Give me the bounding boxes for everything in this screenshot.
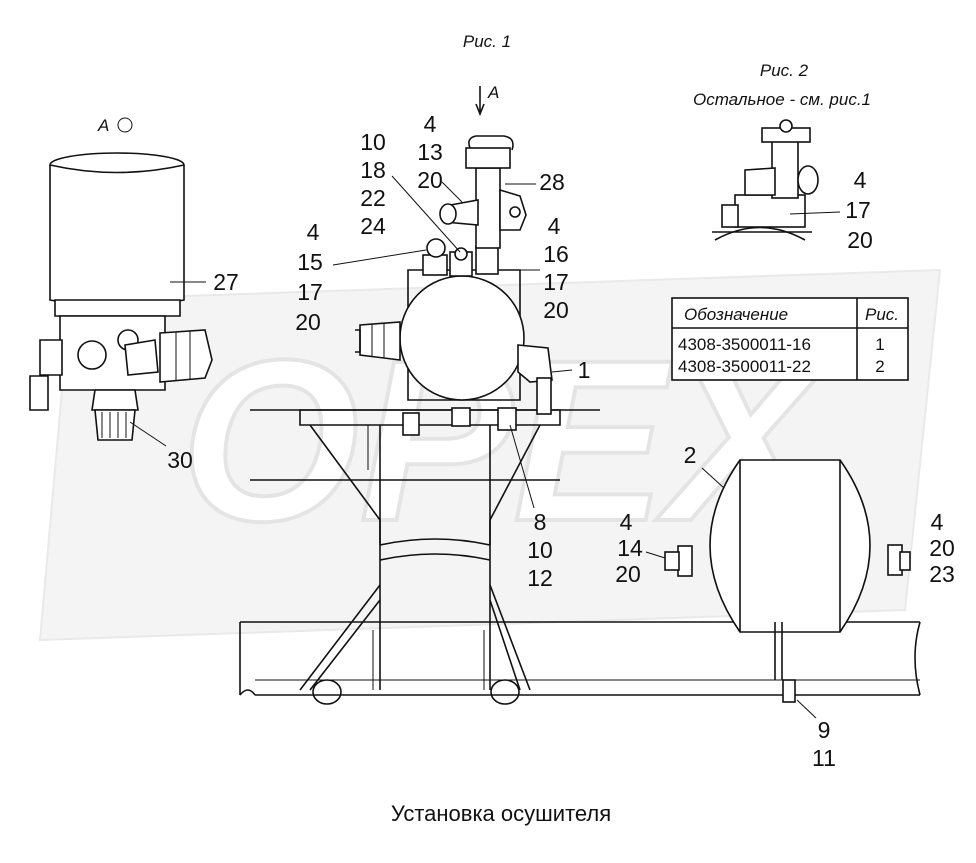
svg-text:12: 12 — [527, 565, 553, 591]
table-cell: 4308-3500011-22 — [678, 357, 811, 376]
svg-text:8: 8 — [534, 509, 547, 535]
callout-28: 28 — [505, 169, 565, 195]
svg-text:11: 11 — [812, 745, 836, 771]
callout-1: 1 — [551, 357, 591, 383]
svg-text:17: 17 — [543, 269, 569, 295]
view-arrow-label: A — [487, 83, 499, 102]
frame-rail — [239, 621, 921, 696]
svg-text:4: 4 — [854, 167, 867, 193]
figure2-title: Рис. 2 — [760, 61, 809, 80]
view-arrow-a: A — [475, 83, 499, 117]
valve-28 — [439, 135, 527, 249]
table-header-designation: Обозначение — [684, 305, 788, 324]
air-dryer-front — [355, 238, 553, 415]
svg-text:10: 10 — [360, 129, 386, 155]
designation-table: Обозначение Рис. 4308-3500011-16 1 4308-… — [671, 297, 909, 381]
air-receiver — [664, 459, 911, 703]
callout-10-18-22-24: 10 18 22 24 — [360, 129, 461, 253]
svg-text:4: 4 — [424, 111, 437, 137]
callout-fig2-4-17-20: 4 17 20 — [789, 167, 873, 253]
svg-text:20: 20 — [615, 561, 641, 587]
callout-2: 2 — [684, 442, 725, 489]
svg-text:18: 18 — [360, 157, 386, 183]
svg-text:4: 4 — [620, 509, 633, 535]
svg-text:9: 9 — [818, 717, 831, 743]
callout-27: 27 — [170, 269, 239, 295]
svg-text:13: 13 — [417, 139, 443, 165]
svg-text:4: 4 — [548, 213, 561, 239]
svg-text:15: 15 — [297, 249, 323, 275]
callout-4-20-23: 4 20 23 — [929, 509, 955, 587]
figure2-note: Остальное - см. рис.1 — [693, 90, 871, 109]
svg-text:2: 2 — [684, 442, 697, 468]
view-circle-icon — [117, 117, 133, 133]
svg-text:16: 16 — [543, 241, 569, 267]
svg-text:24: 24 — [360, 213, 386, 239]
callout-4-16-17-20: 4 16 17 20 — [498, 213, 569, 323]
svg-text:14: 14 — [617, 535, 643, 561]
view-circle-label: A — [97, 116, 109, 135]
callout-4-14-20: 4 14 20 — [615, 509, 666, 587]
svg-text:20: 20 — [295, 309, 321, 335]
svg-text:20: 20 — [543, 297, 569, 323]
table-header-fig: Рис. — [865, 305, 899, 324]
callout-8-10-12: 8 10 12 — [509, 424, 553, 591]
svg-text:20: 20 — [417, 167, 443, 193]
svg-text:20: 20 — [929, 535, 955, 561]
svg-text:4: 4 — [931, 509, 944, 535]
callout-4-15-17-20: 4 15 17 20 — [295, 219, 427, 335]
table-cell: 1 — [875, 335, 884, 354]
svg-text:23: 23 — [929, 561, 955, 587]
mounting-bracket — [250, 407, 600, 705]
svg-text:4: 4 — [307, 219, 320, 245]
svg-text:17: 17 — [845, 197, 871, 223]
svg-text:17: 17 — [297, 279, 323, 305]
table-cell: 2 — [875, 357, 884, 376]
drawing-caption: Установка осушителя — [391, 801, 611, 826]
svg-text:20: 20 — [847, 227, 873, 253]
figure2-view — [712, 119, 819, 241]
svg-text:1: 1 — [578, 357, 591, 383]
svg-text:30: 30 — [167, 447, 193, 473]
callout-30: 30 — [129, 421, 193, 473]
callout-4-13-20: 4 13 20 — [417, 111, 463, 203]
svg-text:22: 22 — [360, 185, 386, 211]
air-dryer-side-view — [29, 152, 213, 441]
callout-9-11: 9 11 — [796, 699, 836, 771]
svg-text:28: 28 — [539, 169, 565, 195]
svg-text:27: 27 — [213, 269, 239, 295]
table-cell: 4308-3500011-16 — [678, 335, 811, 354]
figure1-title: Рис. 1 — [463, 32, 511, 51]
svg-text:10: 10 — [527, 537, 553, 563]
